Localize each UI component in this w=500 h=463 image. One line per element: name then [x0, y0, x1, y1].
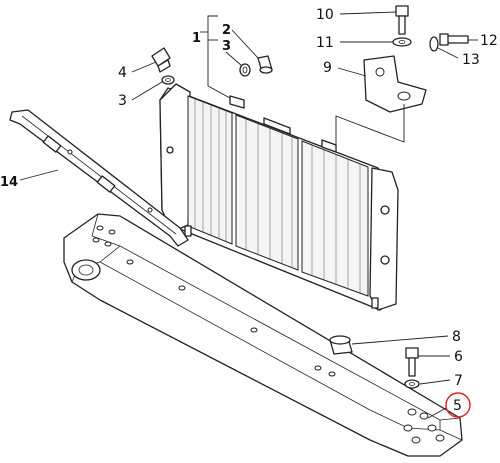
callout-5: 5	[453, 398, 462, 414]
callout-7: 7	[454, 373, 463, 389]
mount-bracket-part-9[interactable]	[363, 55, 427, 113]
callout-9: 9	[323, 60, 332, 76]
callout-10: 10	[316, 7, 334, 23]
radiator[interactable]	[159, 83, 399, 311]
callout-6: 6	[454, 349, 463, 365]
cross-member[interactable]	[63, 213, 463, 457]
bolt-part-6[interactable]	[405, 347, 419, 377]
washer-part-3-lower[interactable]	[161, 75, 175, 85]
callout-3-lower: 3	[118, 93, 127, 109]
leader-lines	[19, 11, 478, 419]
washer-part-13[interactable]	[429, 36, 439, 52]
callout-3-upper: 3	[222, 39, 231, 54]
callout-14: 14	[0, 175, 18, 190]
callout-4: 4	[118, 65, 127, 81]
plug-part-4[interactable]	[151, 47, 171, 73]
callout-11: 11	[316, 35, 334, 51]
bracket-bar[interactable]	[9, 109, 189, 247]
bolt-part-12[interactable]	[439, 33, 469, 46]
callout-labels: 1 2 3 4 3 14 10 11 12 13 9 8 6 7 5	[0, 7, 498, 414]
washer-part-7[interactable]	[404, 379, 420, 389]
washer-part-3-upper[interactable]	[239, 63, 251, 77]
callout-8: 8	[452, 329, 461, 345]
callout-5-highlight-ring	[445, 392, 471, 418]
bolt-part-10[interactable]	[395, 5, 409, 35]
cross-member-holes	[92, 225, 445, 444]
radiator-fins	[194, 99, 361, 294]
callout-2: 2	[222, 23, 231, 38]
callout-12: 12	[480, 33, 498, 49]
washer-part-11[interactable]	[392, 37, 412, 47]
callout-1: 1	[192, 31, 201, 46]
grommet-part-2[interactable]	[257, 55, 273, 74]
callout-13: 13	[462, 52, 480, 68]
bushing-part-8[interactable]	[329, 335, 353, 355]
